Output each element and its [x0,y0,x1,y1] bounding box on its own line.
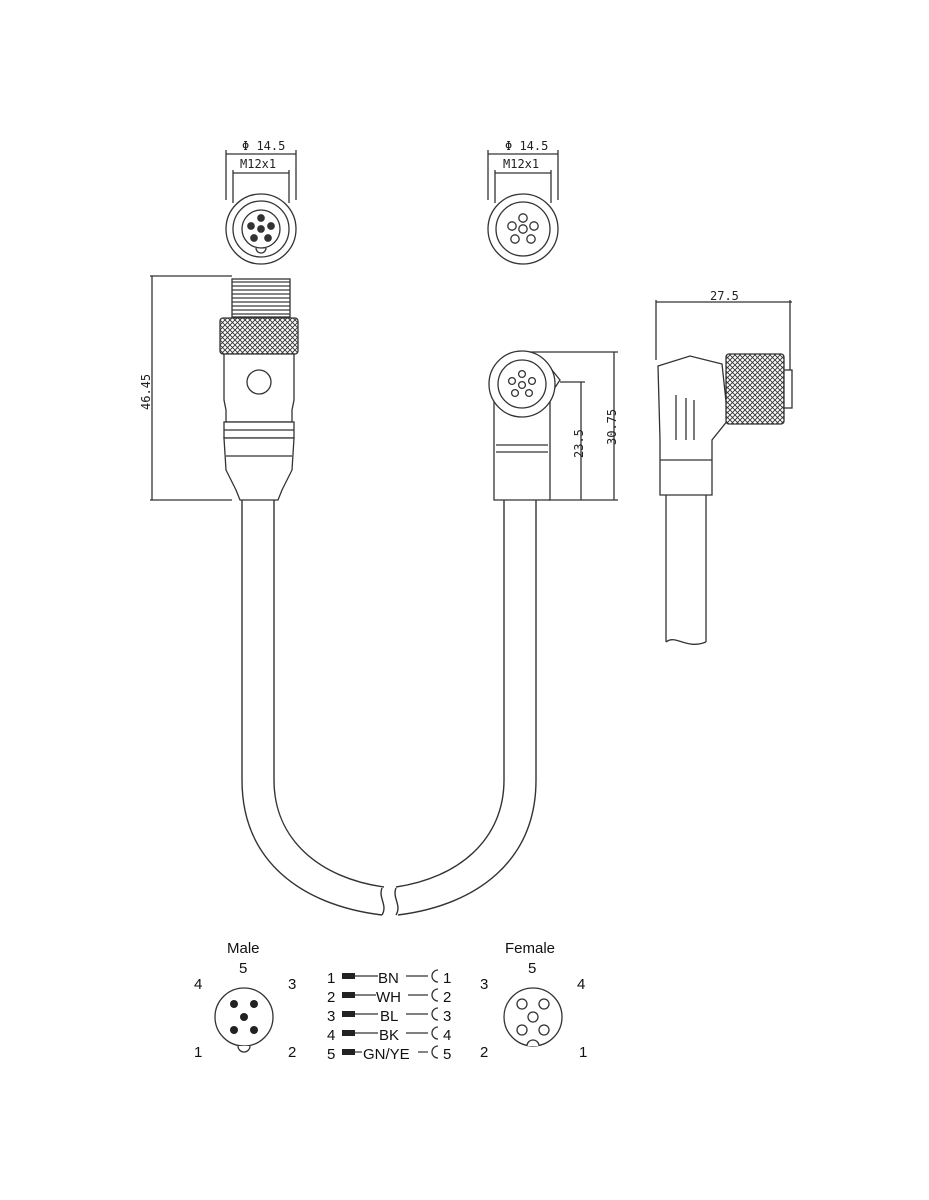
wire-right-pin: 2 [443,989,451,1006]
wire-right-pin: 4 [443,1027,451,1044]
wiring-row: 4 BK 4 [327,1026,451,1044]
cable [241,500,537,916]
wire-left-pin: 4 [327,1027,335,1044]
wire-left-pin: 3 [327,1008,335,1025]
female-pinout: Female 5 3 4 2 1 [480,940,587,1061]
male-pin-3: 3 [288,976,296,993]
wire-left-pin: 2 [327,989,335,1006]
wire-left-pin: 1 [327,970,335,987]
angled-connector-side [655,300,793,645]
wiring-row: 5 GN/YE 5 [327,1045,451,1063]
face-view-right [487,150,559,265]
wire-color: BK [379,1027,399,1044]
female-pin-5: 5 [528,960,536,977]
female-pin-1: 1 [579,1044,587,1061]
dim-left-diameter: Φ 14.5 [242,139,285,153]
male-pinout: Male 5 4 3 1 2 [194,940,296,1061]
male-pin-1: 1 [194,1044,202,1061]
wiring-row: 3 BL 3 [327,1007,451,1025]
female-pin-4: 4 [577,976,585,993]
angled-connector-front [488,350,618,501]
wiring-row: 2 WH 2 [327,988,451,1006]
wire-right-pin: 3 [443,1008,451,1025]
male-pin-2: 2 [288,1044,296,1061]
male-pin-5: 5 [239,960,247,977]
wire-color: BL [380,1008,398,1025]
male-pin-4: 4 [194,976,202,993]
dim-left-thread: M12x1 [240,157,276,171]
dim-side-width: 27.5 [710,289,739,303]
dim-angled-outer: 30.75 [605,409,619,445]
dim-right-diameter: Φ 14.5 [505,139,548,153]
dim-right-thread: M12x1 [503,157,539,171]
wire-color: BN [378,970,399,987]
male-title: Male [227,940,260,957]
female-title: Female [505,940,555,957]
female-pin-3: 3 [480,976,488,993]
wiring-row: 1 BN 1 [327,969,451,987]
female-pin-2: 2 [480,1044,488,1061]
straight-connector [150,275,299,501]
dim-straight-length: 46.45 [139,374,153,410]
wire-color: WH [376,989,401,1006]
face-view-left [225,150,297,265]
wire-right-pin: 1 [443,970,451,987]
wire-right-pin: 5 [443,1046,451,1063]
wiring-table: 1 BN 1 2 WH 2 3 BL 3 4 [327,969,451,1063]
wire-color: GN/YE [363,1046,410,1063]
dim-angled-inner: 23.5 [572,429,586,458]
wire-left-pin: 5 [327,1046,335,1063]
